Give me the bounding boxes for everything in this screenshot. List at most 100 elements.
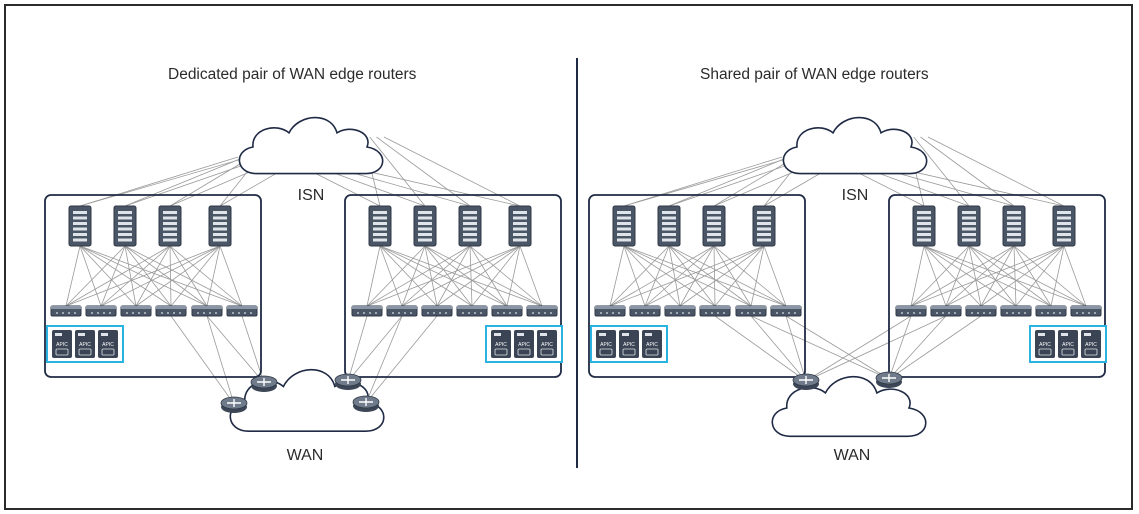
leaf-port: [215, 312, 217, 314]
apic-body: [98, 330, 118, 358]
leaf-port: [398, 312, 400, 314]
leaf-port: [954, 312, 956, 314]
router-icon: [250, 375, 278, 392]
apic-led: [494, 333, 501, 336]
site-right-box: [344, 194, 562, 378]
fabric-link: [401, 245, 521, 307]
leaf-port: [56, 312, 58, 314]
spine-slot: [418, 216, 432, 220]
fabric-link: [644, 245, 715, 307]
leaf-switch-icon: [50, 305, 82, 317]
leaf-switch-icon: [594, 305, 626, 317]
border-leaf-link: [805, 315, 912, 382]
spine-slot: [73, 222, 87, 225]
leaf-port: [209, 312, 211, 314]
leaf-port: [203, 312, 205, 314]
spine-slot: [1007, 233, 1021, 236]
leaf-switch-icon: [965, 305, 997, 317]
apic-label: APIC: [102, 342, 114, 348]
fabric-link: [945, 245, 970, 307]
apic-controller-icon: APIC: [596, 330, 616, 358]
fabric-link: [713, 245, 787, 307]
apic-label: APIC: [541, 342, 553, 348]
fabric-link: [623, 245, 716, 307]
spine-switch-icon: [508, 205, 532, 247]
leaf-top: [1036, 306, 1066, 309]
fabric-link: [713, 245, 752, 307]
spine-switch-icon: [68, 205, 92, 247]
leaf-top: [121, 306, 151, 309]
leaf-switch-icon: [120, 305, 152, 317]
spine-slot: [73, 227, 87, 231]
spine-slot: [707, 227, 721, 231]
leaf-port: [1076, 312, 1078, 314]
leaf-port: [682, 312, 684, 314]
fabric-link: [169, 245, 172, 307]
apic-body: [537, 330, 557, 358]
apic-body: [1058, 330, 1078, 358]
fabric-link: [424, 245, 438, 307]
spine-slot: [662, 222, 676, 225]
leaf-switch-icon: [1000, 305, 1032, 317]
fabric-link: [135, 245, 221, 307]
site-left-box: [44, 194, 262, 378]
fabric-link: [366, 245, 471, 307]
spine-slot: [163, 238, 177, 242]
fabric-link: [910, 245, 1015, 307]
leaf-port: [670, 312, 672, 314]
spine-slot: [463, 227, 477, 231]
leaf-port: [641, 312, 643, 314]
fabric-link: [679, 245, 765, 307]
fabric-link: [169, 245, 208, 307]
apic-controller-icon: APIC: [1081, 330, 1101, 358]
router-icon: [792, 373, 820, 390]
apic-body: [1035, 330, 1055, 358]
spine-slot: [418, 238, 432, 242]
border-leaf-link: [785, 315, 807, 382]
leaf-switch-icon: [930, 305, 962, 317]
leaf-top: [387, 306, 417, 309]
apic-screen: [540, 348, 554, 356]
spine-slot: [73, 211, 87, 214]
fabric-link: [79, 245, 137, 307]
leaf-port: [439, 312, 441, 314]
fabric-link: [401, 245, 471, 307]
spine-slot: [118, 222, 132, 225]
leaf-port: [688, 312, 690, 314]
spine-slot: [163, 233, 177, 236]
leaf-port: [776, 312, 778, 314]
leaf-switch-icon: [629, 305, 661, 317]
leaf-top: [665, 306, 695, 309]
fabric-link: [923, 245, 982, 307]
leaf-top: [86, 306, 116, 309]
spine-slot: [373, 238, 387, 242]
fabric-link: [471, 245, 521, 307]
fabric-link: [366, 245, 426, 307]
leaf-port: [1041, 312, 1043, 314]
fabric-link: [923, 245, 1017, 307]
leaf-top: [156, 306, 186, 309]
apic-controller-icon: APIC: [514, 330, 534, 358]
fabric-link: [424, 245, 543, 307]
fabric-link: [980, 245, 1015, 307]
fabric-link: [980, 245, 1065, 307]
spine-switch-icon: [752, 205, 776, 247]
leaf-switch-icon: [191, 305, 223, 317]
apic-controller-icon: APIC: [52, 330, 72, 358]
spine-slot: [1007, 222, 1021, 225]
leaf-port: [705, 312, 707, 314]
spine-slot: [213, 222, 227, 225]
border-leaf-link: [805, 315, 947, 382]
leaf-port: [600, 312, 602, 314]
apic-screen: [622, 348, 636, 356]
leaf-port: [653, 312, 655, 314]
spine-slot: [513, 238, 527, 242]
leaf-port: [1012, 312, 1014, 314]
leaf-switch-icon: [155, 305, 187, 317]
leaf-port: [936, 312, 938, 314]
leaf-port: [919, 312, 921, 314]
fabric-link: [65, 245, 81, 307]
apic-screen: [1061, 348, 1075, 356]
router-arrows: [341, 376, 355, 384]
